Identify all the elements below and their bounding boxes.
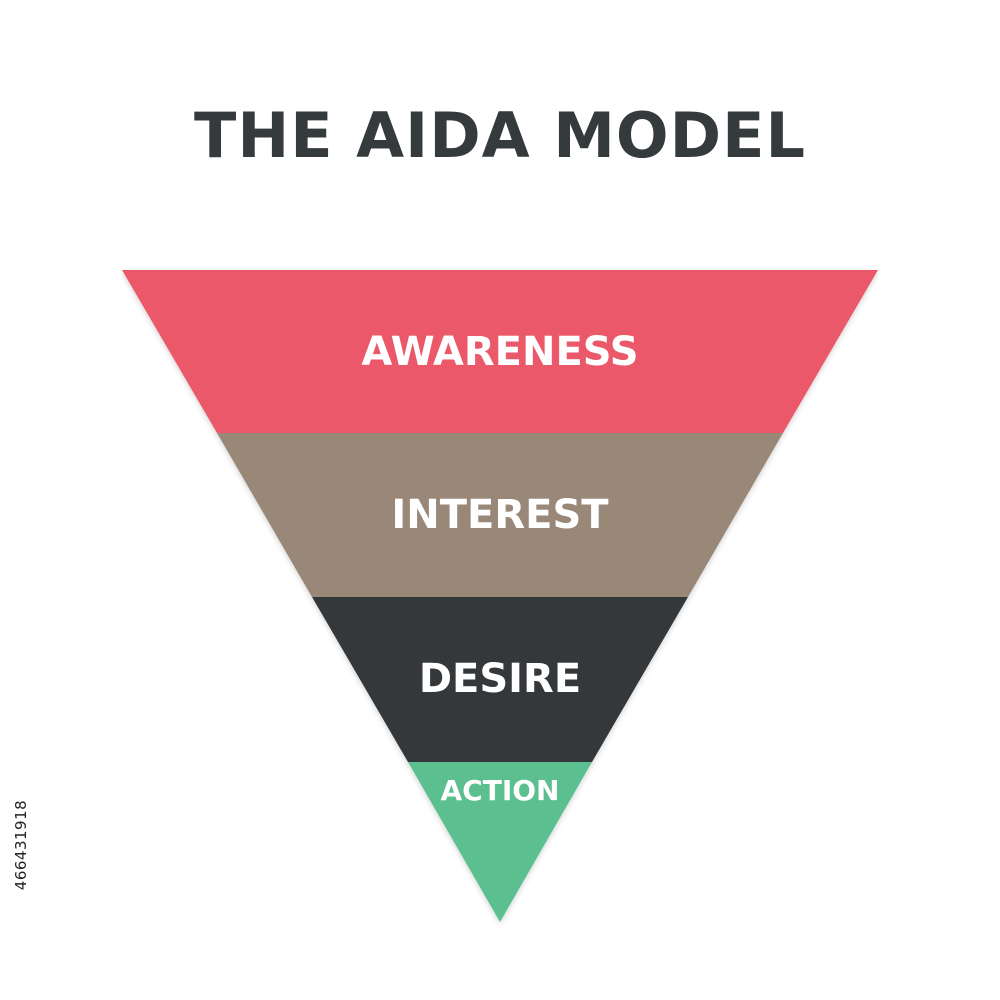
stage-action-label: ACTION [441,774,560,807]
stage-interest-label: INTEREST [391,492,609,538]
stage-interest-band [217,433,783,597]
stock-id-text: 466431918 [12,799,30,891]
stage-awareness-label: AWARENESS [361,329,638,375]
stage-awareness-band [122,270,878,433]
stage-desire-label: DESIRE [419,656,581,702]
stage-action-band [408,762,592,922]
diagram-title: THE AIDA MODEL [194,99,806,172]
stock-id-watermark: 466431918 [8,765,34,925]
stage-desire-band [312,597,688,762]
